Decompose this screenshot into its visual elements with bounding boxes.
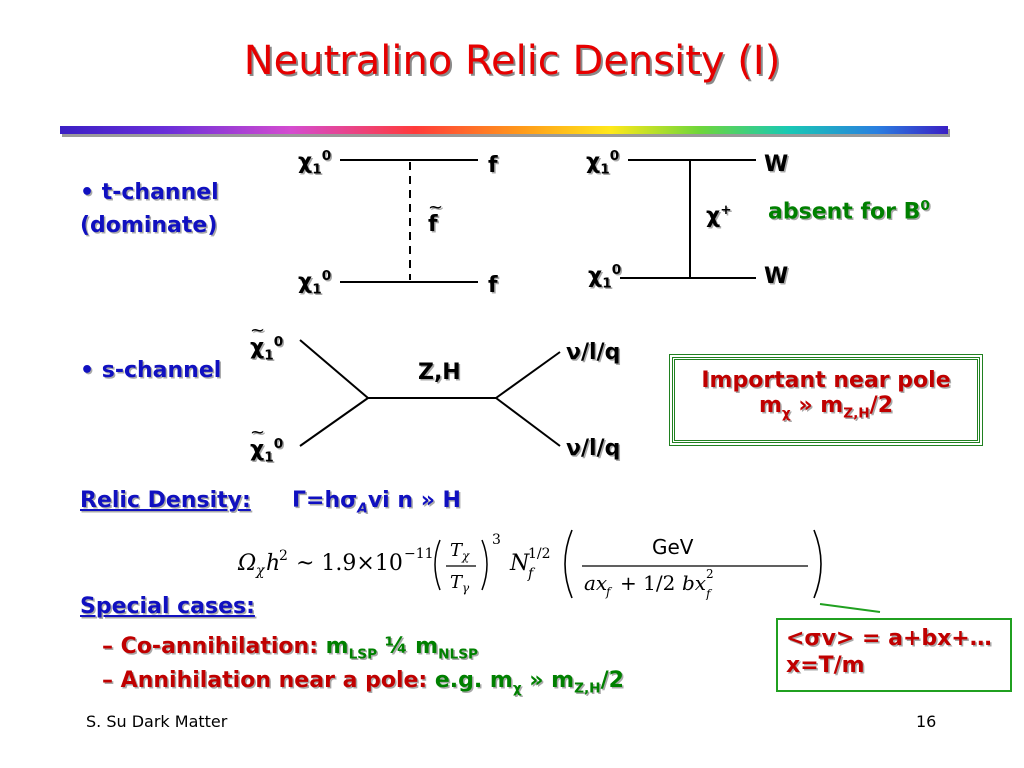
diag2-chargino-label: χ+ xyxy=(706,202,732,229)
t-channel-bullet: • t-channel xyxy=(80,180,219,205)
svg-text:2: 2 xyxy=(706,567,714,581)
s-out-bottom xyxy=(495,397,561,447)
pole-note-box: Important near pole mχ » mZ,H/2 xyxy=(669,354,983,446)
s-in-top xyxy=(299,339,369,399)
s-mediator-label: Z,H xyxy=(418,360,461,385)
s-out-label-top: ν/l/q xyxy=(566,340,621,365)
special-item-coannihilation: – Co-annihilation: mLSP ¼ mNLSP xyxy=(102,634,478,663)
pole-note-line1: Important near pole xyxy=(701,368,951,393)
callout-line xyxy=(819,603,881,613)
relic-formula: Ω χ h 2 ~ 1.9×10 −11 T χ T γ 3 N f 1/2 G… xyxy=(232,520,832,601)
svg-text:χ: χ xyxy=(255,563,266,579)
svg-text:−11: −11 xyxy=(404,546,434,562)
svg-text:N: N xyxy=(509,551,530,576)
absent-for-bino-note: absent for B0 xyxy=(768,198,930,225)
s-in-chi-top: χ10 xyxy=(250,320,283,363)
s-channel-label: s-channel xyxy=(101,358,222,383)
svg-text:h: h xyxy=(266,551,280,576)
svg-text:+ 1/2: + 1/2 xyxy=(620,571,675,595)
relic-formula-svg: Ω χ h 2 ~ 1.9×10 −11 T χ T γ 3 N f 1/2 G… xyxy=(237,529,822,601)
svg-text:2: 2 xyxy=(279,548,288,564)
diag1-sfermion-label: f xyxy=(428,197,438,237)
diag2-chi-bottom: χ10 xyxy=(588,262,622,292)
relic-density-label: Relic Density: xyxy=(80,488,251,513)
diag1-out-f-top: f xyxy=(488,153,498,178)
svg-text:1/2: 1/2 xyxy=(528,546,551,562)
t-channel-sublabel: (dominate) xyxy=(80,213,218,238)
svg-text:bx: bx xyxy=(682,571,706,595)
special-cases-heading: Special cases: xyxy=(80,594,255,619)
diag2-chi-top: χ10 xyxy=(586,148,620,178)
s-in-bottom xyxy=(299,397,369,447)
special-item-pole: – Annihilation near a pole: e.g. mχ » mZ… xyxy=(102,668,624,697)
footer-left: S. Su Dark Matter xyxy=(86,712,228,731)
svg-text:f: f xyxy=(527,566,536,582)
svg-text:f: f xyxy=(605,585,613,599)
page-number: 16 xyxy=(916,712,937,731)
svg-text:3: 3 xyxy=(492,532,501,548)
s-channel-bullet: • s-channel xyxy=(80,358,222,383)
svg-text:GeV: GeV xyxy=(652,535,694,559)
svg-text:T: T xyxy=(450,572,464,593)
svg-text:ax: ax xyxy=(584,571,607,595)
svg-text:f: f xyxy=(705,587,713,600)
svg-text:χ: χ xyxy=(461,549,470,563)
diag1-out-f-bottom: f xyxy=(488,273,498,298)
sigma-v-line1: <σv> = a+bx+… xyxy=(786,626,992,651)
svg-text:Ω: Ω xyxy=(237,551,256,576)
svg-text:~ 1.9×10: ~ 1.9×10 xyxy=(296,551,403,576)
diag2-out-w-top: W xyxy=(764,152,789,177)
svg-text:γ: γ xyxy=(462,581,470,595)
slide-title: Neutralino Relic Density (I) xyxy=(243,38,781,84)
diag1-in-chi-bottom: χ10 xyxy=(298,268,332,298)
s-in-chi-bottom: χ10 xyxy=(250,422,283,465)
diag1-in-chi-top: χ10 xyxy=(298,148,332,178)
relic-density-expr: Γ=hσAvi n » H xyxy=(292,488,461,517)
svg-text:T: T xyxy=(450,540,464,561)
rainbow-divider xyxy=(60,126,948,134)
diag2-out-w-bottom: W xyxy=(764,264,789,289)
sigma-v-box: <σv> = a+bx+… x=T/m xyxy=(776,618,1012,692)
s-out-top xyxy=(495,351,561,399)
pole-note-line2: mχ » mZ,H/2 xyxy=(758,393,893,422)
t-channel-label: t-channel xyxy=(101,180,219,205)
sigma-v-line2: x=T/m xyxy=(786,653,865,678)
s-out-label-bottom: ν/l/q xyxy=(566,436,621,461)
